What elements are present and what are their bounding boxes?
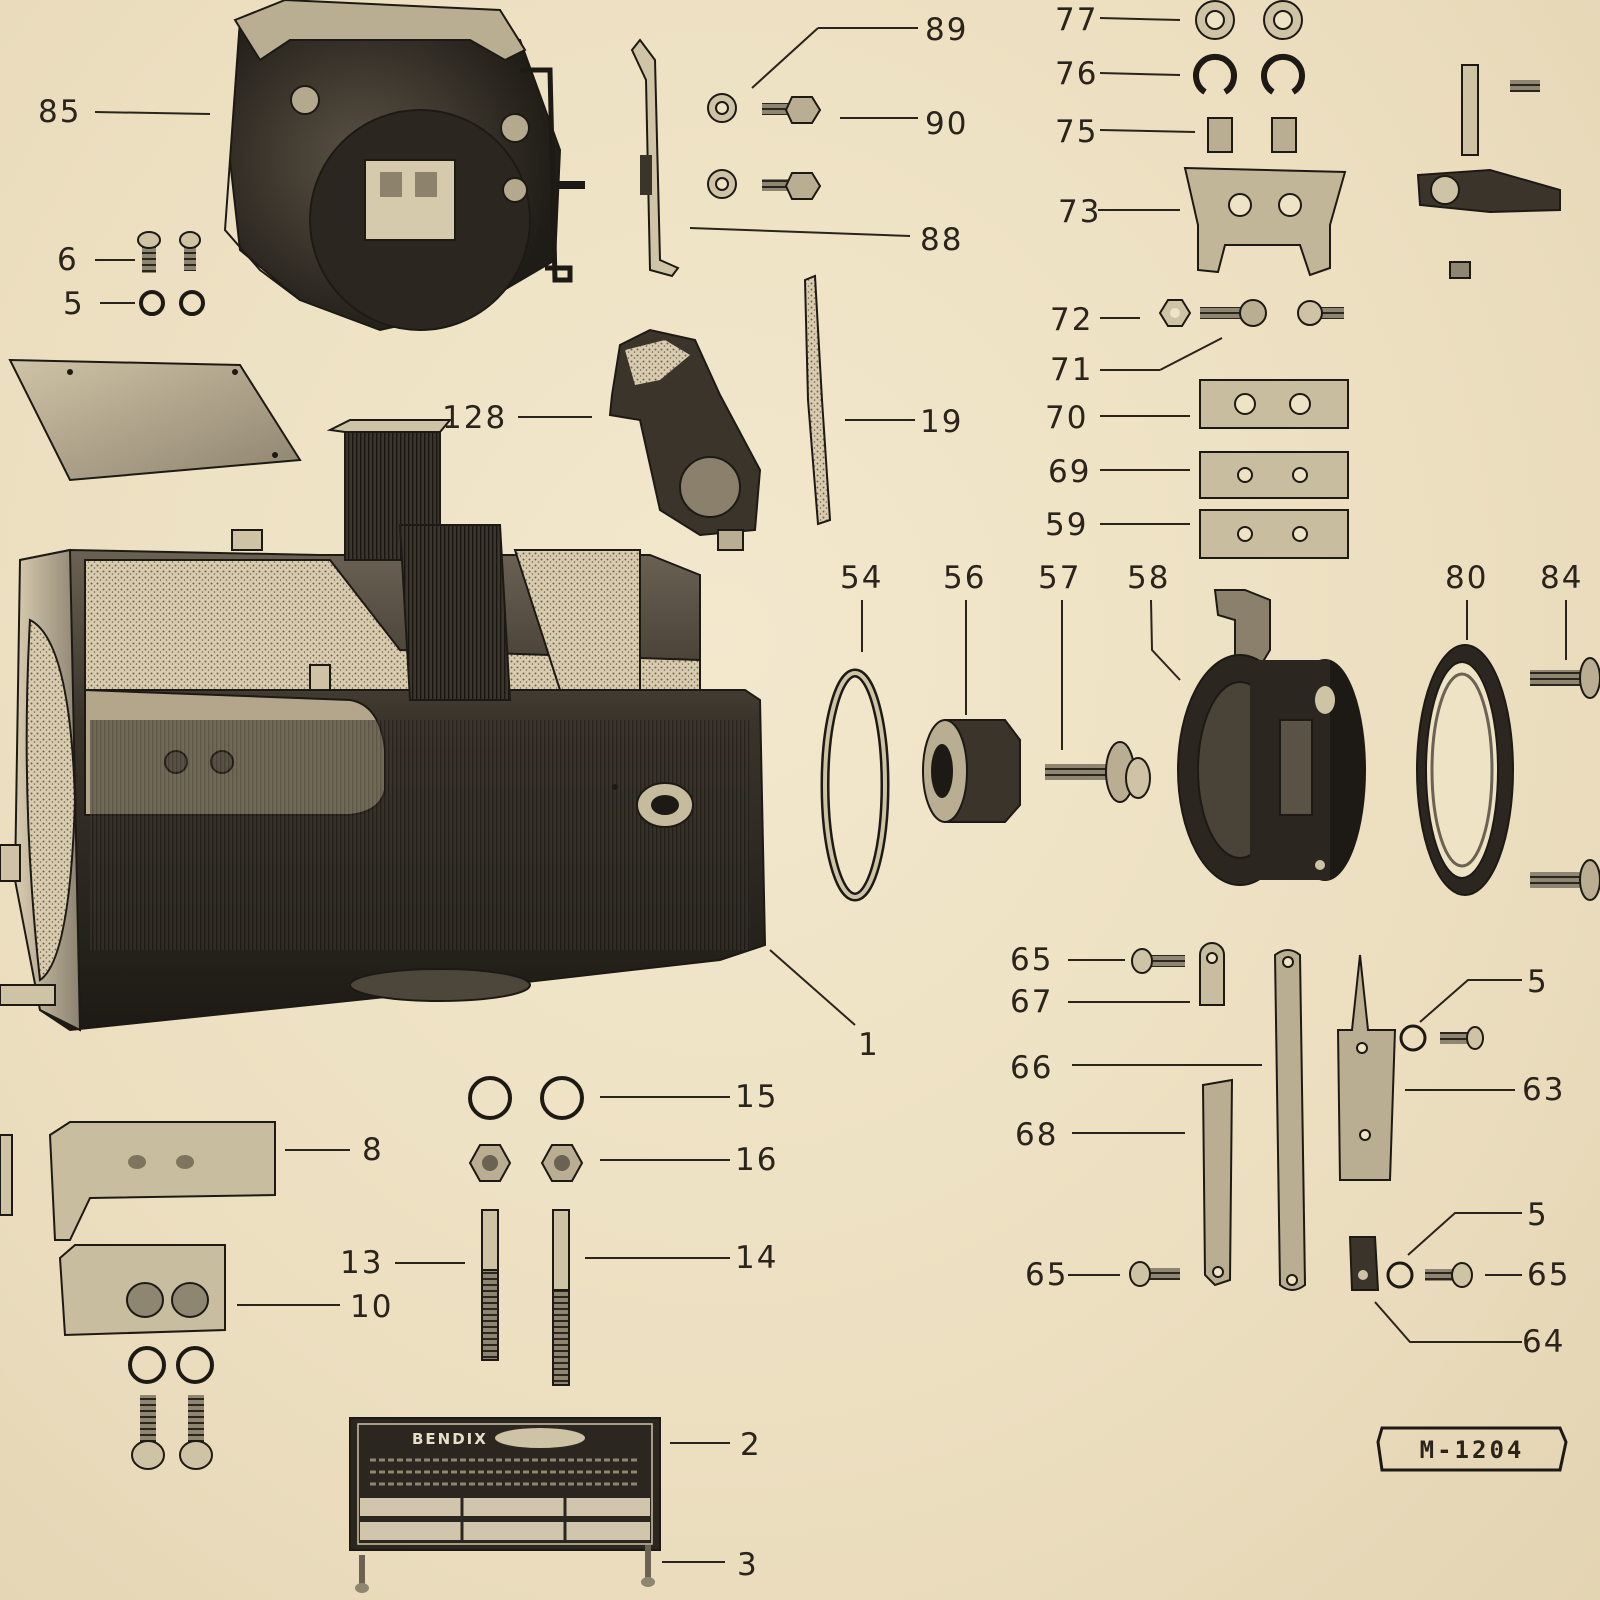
nuts-16 [468,1144,584,1182]
callout-16: 16 [735,1142,778,1178]
callout-128: 128 [442,400,507,436]
clips-89 [707,93,737,199]
callout-64: 64 [1522,1324,1565,1360]
stud-13 [481,1209,499,1361]
gasket-ring-54 [820,668,890,902]
callout-72: 72 [1050,302,1093,338]
screws-84 [1530,657,1600,901]
callout-76: 76 [1055,56,1098,92]
lock-washers-5 [139,290,205,316]
callout-90: 90 [925,106,968,142]
bracket-88 [630,38,680,278]
callout-65-upper: 65 [1010,942,1053,978]
callout-75: 75 [1055,114,1098,150]
washer-5-lower [1386,1261,1473,1289]
callout-85: 85 [38,94,81,130]
callout-57: 57 [1038,560,1081,596]
brush-holder-58 [1177,589,1366,886]
nameplate-brand: BENDIX [412,1430,488,1448]
callout-88: 88 [920,222,963,258]
bracket-128 [608,328,762,551]
callout-5-top: 5 [63,286,85,322]
callout-73: 73 [1058,194,1101,230]
callout-5-right-upper: 5 [1527,964,1549,1000]
screw-65-bottom [1129,1261,1180,1287]
callout-71: 71 [1050,352,1093,388]
nameplate-2: BENDIX [349,1417,661,1551]
leader-lines [94,17,1567,1563]
drive-screws-3 [355,1545,655,1593]
callout-68: 68 [1015,1117,1058,1153]
screws-90 [762,96,822,200]
plate-69 [1199,451,1349,499]
clip-64 [1348,1236,1380,1291]
callout-56: 56 [943,560,986,596]
callout-15: 15 [735,1079,778,1115]
cover-band-80 [1416,644,1514,896]
callout-58: 58 [1127,560,1170,596]
block-10 [58,1244,226,1337]
nut-56 [922,719,1021,823]
callout-2: 2 [740,1427,762,1463]
bracket-73 [1183,166,1347,277]
plate-59 [1199,509,1349,559]
screw-65-top [1131,948,1185,974]
callout-6: 6 [57,242,79,278]
callout-77: 77 [1055,2,1098,38]
terminal-screw-57 [1045,741,1151,803]
drawing-code-box: M-1204 [1376,1426,1568,1472]
callout-8: 8 [362,1132,384,1168]
callout-69: 69 [1048,454,1091,490]
callout-89: 89 [925,12,968,48]
bracket-8 [0,1121,276,1241]
callout-84: 84 [1540,560,1583,596]
cover-assembly-85 [223,0,585,332]
main-housing-1 [0,419,767,1032]
washers-77 [1195,0,1303,40]
callout-5-right-lower: 5 [1527,1197,1549,1233]
felt-strip-19 [803,274,832,526]
callout-65-lower: 65 [1025,1257,1068,1293]
callout-1: 1 [858,1027,880,1063]
callout-67: 67 [1010,984,1053,1020]
washers-and-screws-10 [128,1346,214,1470]
bushings-75 [1207,117,1297,153]
screws-71 [1200,299,1344,327]
callout-66: 66 [1010,1050,1053,1086]
callout-10: 10 [350,1289,393,1325]
strap-66 [1273,949,1307,1291]
strap-68 [1201,1078,1234,1287]
callout-54: 54 [840,560,883,596]
callout-65-right: 65 [1527,1257,1570,1293]
callout-labels: 89 90 88 85 6 5 77 76 75 73 72 71 70 69 … [38,2,1583,1583]
lock-washers-15 [468,1076,584,1120]
nut-72 [1158,299,1192,327]
washer-5-upper [1399,1024,1484,1052]
snap-rings-76 [1193,53,1305,95]
plate-70 [1199,379,1349,429]
callout-59: 59 [1045,507,1088,543]
callout-13: 13 [340,1245,383,1281]
pin-and-lever-parts [1416,64,1561,279]
gasket-sheet [8,358,302,482]
callout-80: 80 [1445,560,1488,596]
terminal-67 [1199,942,1225,1006]
callout-3: 3 [737,1547,759,1583]
callout-70: 70 [1045,400,1088,436]
screws-6 [137,231,201,273]
callout-63: 63 [1522,1072,1565,1108]
stud-14 [552,1209,570,1386]
callout-19: 19 [920,404,963,440]
drawing-code: M-1204 [1420,1436,1525,1464]
spring-arm-63 [1336,954,1397,1181]
callout-14: 14 [735,1240,778,1276]
